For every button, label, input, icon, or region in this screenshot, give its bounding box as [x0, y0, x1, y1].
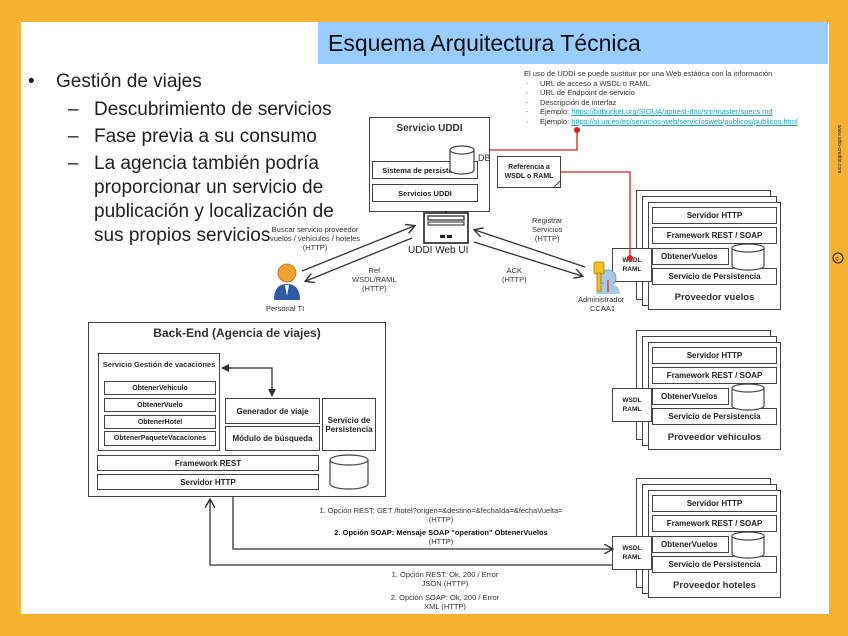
uddi-note: El uso de UDDI se puede sustituir por un…: [524, 69, 798, 127]
provider-framework: Framework REST / SOAP: [652, 227, 777, 244]
backend-title: Back-End (Agencia de viajes): [153, 326, 321, 340]
op-obtener-paquete: ObtenerPaqueteVacaciones: [104, 431, 216, 446]
request-soap-label: 2. Opción SOAP: Mensaje SOAP "operation"…: [334, 528, 548, 546]
framework-rest: Framework REST: [97, 455, 319, 471]
provider-framework: Framework REST / SOAP: [652, 515, 777, 532]
side-credit: www.sitio-credito.com c: [832, 125, 844, 264]
admin-label: Administrador: [578, 295, 625, 304]
op-obtener-vuelo: ObtenerVuelo: [104, 398, 216, 412]
uddi-title: Servicio UDDI: [396, 123, 463, 134]
provider-persistence: Servicio de Persistencia: [652, 556, 777, 573]
provider-http: Servidor HTTP: [652, 207, 777, 224]
provider-http: Servidor HTTP: [652, 347, 777, 364]
page-title: Esquema Arquitectura Técnica: [328, 30, 641, 56]
servicio-persistencia: Servicio de Persistencia: [322, 398, 376, 451]
request-rest-label: 1. Opción REST: GET /hotel?origen=&desti…: [319, 506, 563, 524]
provider-db-icon: [731, 383, 765, 411]
personal-ti-label: Personal TI: [266, 304, 305, 313]
note-item: URL de Endpoint de servicio: [524, 88, 798, 98]
admin-label-2: CCAA1: [590, 304, 616, 313]
note-example: Ejemplo: https://si.ua.es/es/servicios-w…: [524, 117, 798, 127]
title-bar: Esquema Arquitectura Técnica: [318, 22, 828, 64]
provider-name: Proveedor hoteles: [673, 580, 756, 591]
uddi-persistence: Sistema de persistencia: [372, 161, 478, 179]
uddi-services: Servicios UDDI: [372, 184, 478, 202]
example-link[interactable]: https://bitbucket.org/SIGUA/apirest-doc/…: [571, 107, 773, 117]
wsdl-raml-note: WSDL RAML: [612, 536, 652, 570]
op-obtener-vehiculo: ObtenerVehiculo: [104, 381, 216, 395]
note-item: Descripción de interfaz: [524, 98, 798, 108]
provider-framework: Framework REST / SOAP: [652, 367, 777, 384]
provider-operation: ObtenerVuelos: [652, 388, 729, 405]
provider-db-icon: [731, 243, 765, 271]
uddi-db-label: DB: [478, 153, 491, 163]
provider-persistence: Servicio de Persistencia: [652, 268, 777, 285]
wsdl-raml-note: WSDL RAML: [612, 388, 652, 422]
backend-db-label: DB: [340, 466, 353, 476]
svg-text:c: c: [836, 257, 839, 263]
gestion-title: Servicio Gestión de vacaciones: [102, 360, 216, 369]
provider-name: Proveedor vehiculos: [667, 432, 762, 443]
provider-operation: ObtenerVuelos: [652, 248, 729, 265]
servidor-http: Servidor HTTP: [97, 474, 319, 490]
note-example: Ejemplo: https://bitbucket.org/SIGUA/api…: [524, 107, 798, 117]
ack-label: ACK(HTTP): [502, 266, 527, 284]
provider-persistence: Servicio de Persistencia: [652, 408, 777, 425]
provider-db-icon: [731, 531, 765, 559]
provider-http: Servidor HTTP: [652, 495, 777, 512]
generador-viaje: Generador de viaje: [225, 398, 320, 424]
wsdl-raml-note: WSDL RAML: [612, 248, 652, 282]
provider-operation: ObtenerVuelos: [652, 536, 729, 553]
provider-name: Proveedor vuelos: [674, 292, 755, 303]
ref-note: Referencia a WSDL o RAML: [497, 156, 561, 188]
op-obtener-hotel: ObtenerHotel: [104, 415, 216, 429]
uddi-web-ui-label: UDDI Web UI: [408, 245, 469, 256]
example-link[interactable]: https://si.ua.es/es/servicios-web/servic…: [571, 116, 798, 126]
copyright-icon: [832, 252, 844, 264]
note-item: URL de acceso a WSDL o RAML: [524, 79, 798, 89]
credit-text: www.sitio-credito.com: [836, 125, 842, 173]
modulo-busqueda: Módulo de búsqueda: [225, 426, 320, 451]
note-intro: El uso de UDDI se puede sustituir por un…: [524, 69, 773, 78]
